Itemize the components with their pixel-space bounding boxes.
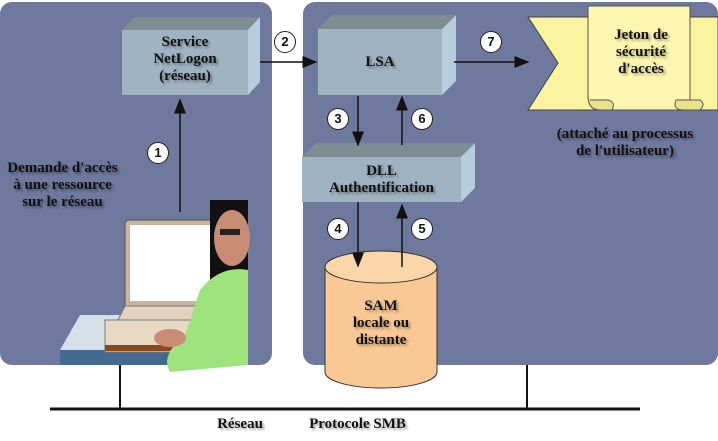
dll-box-label: DLL Authentification xyxy=(329,163,434,196)
step-6-badge: 6 xyxy=(411,108,433,130)
step-2-badge: 2 xyxy=(274,31,296,53)
token-label: Jeton de sécurité d'accès xyxy=(614,27,668,77)
step-5-badge: 5 xyxy=(411,218,433,240)
access-token-scroll xyxy=(527,5,718,111)
netlogon-box-label: Service NetLogon (réseau) xyxy=(153,34,217,84)
lsa-box xyxy=(318,15,456,95)
step-3-badge: 3 xyxy=(327,108,349,130)
network-label: Réseau xyxy=(217,416,263,432)
network-bus xyxy=(50,365,640,411)
smb-protocol-label: Protocole SMB xyxy=(309,416,406,432)
sam-label: SAM locale ou distante xyxy=(352,298,410,348)
user-workstation-illustration xyxy=(60,200,250,372)
step-7-badge: 7 xyxy=(480,31,502,53)
step-1-badge: 1 xyxy=(147,142,169,164)
step-4-badge: 4 xyxy=(327,218,349,240)
dll-authentication-box xyxy=(302,143,475,202)
lsa-box-label: LSA xyxy=(365,54,395,70)
netlogon-box xyxy=(122,17,260,95)
token-note: (attaché au processus de l'utilisateur) xyxy=(556,126,694,159)
request-access-text: Demande d'accès à une ressource sur le r… xyxy=(7,160,118,210)
